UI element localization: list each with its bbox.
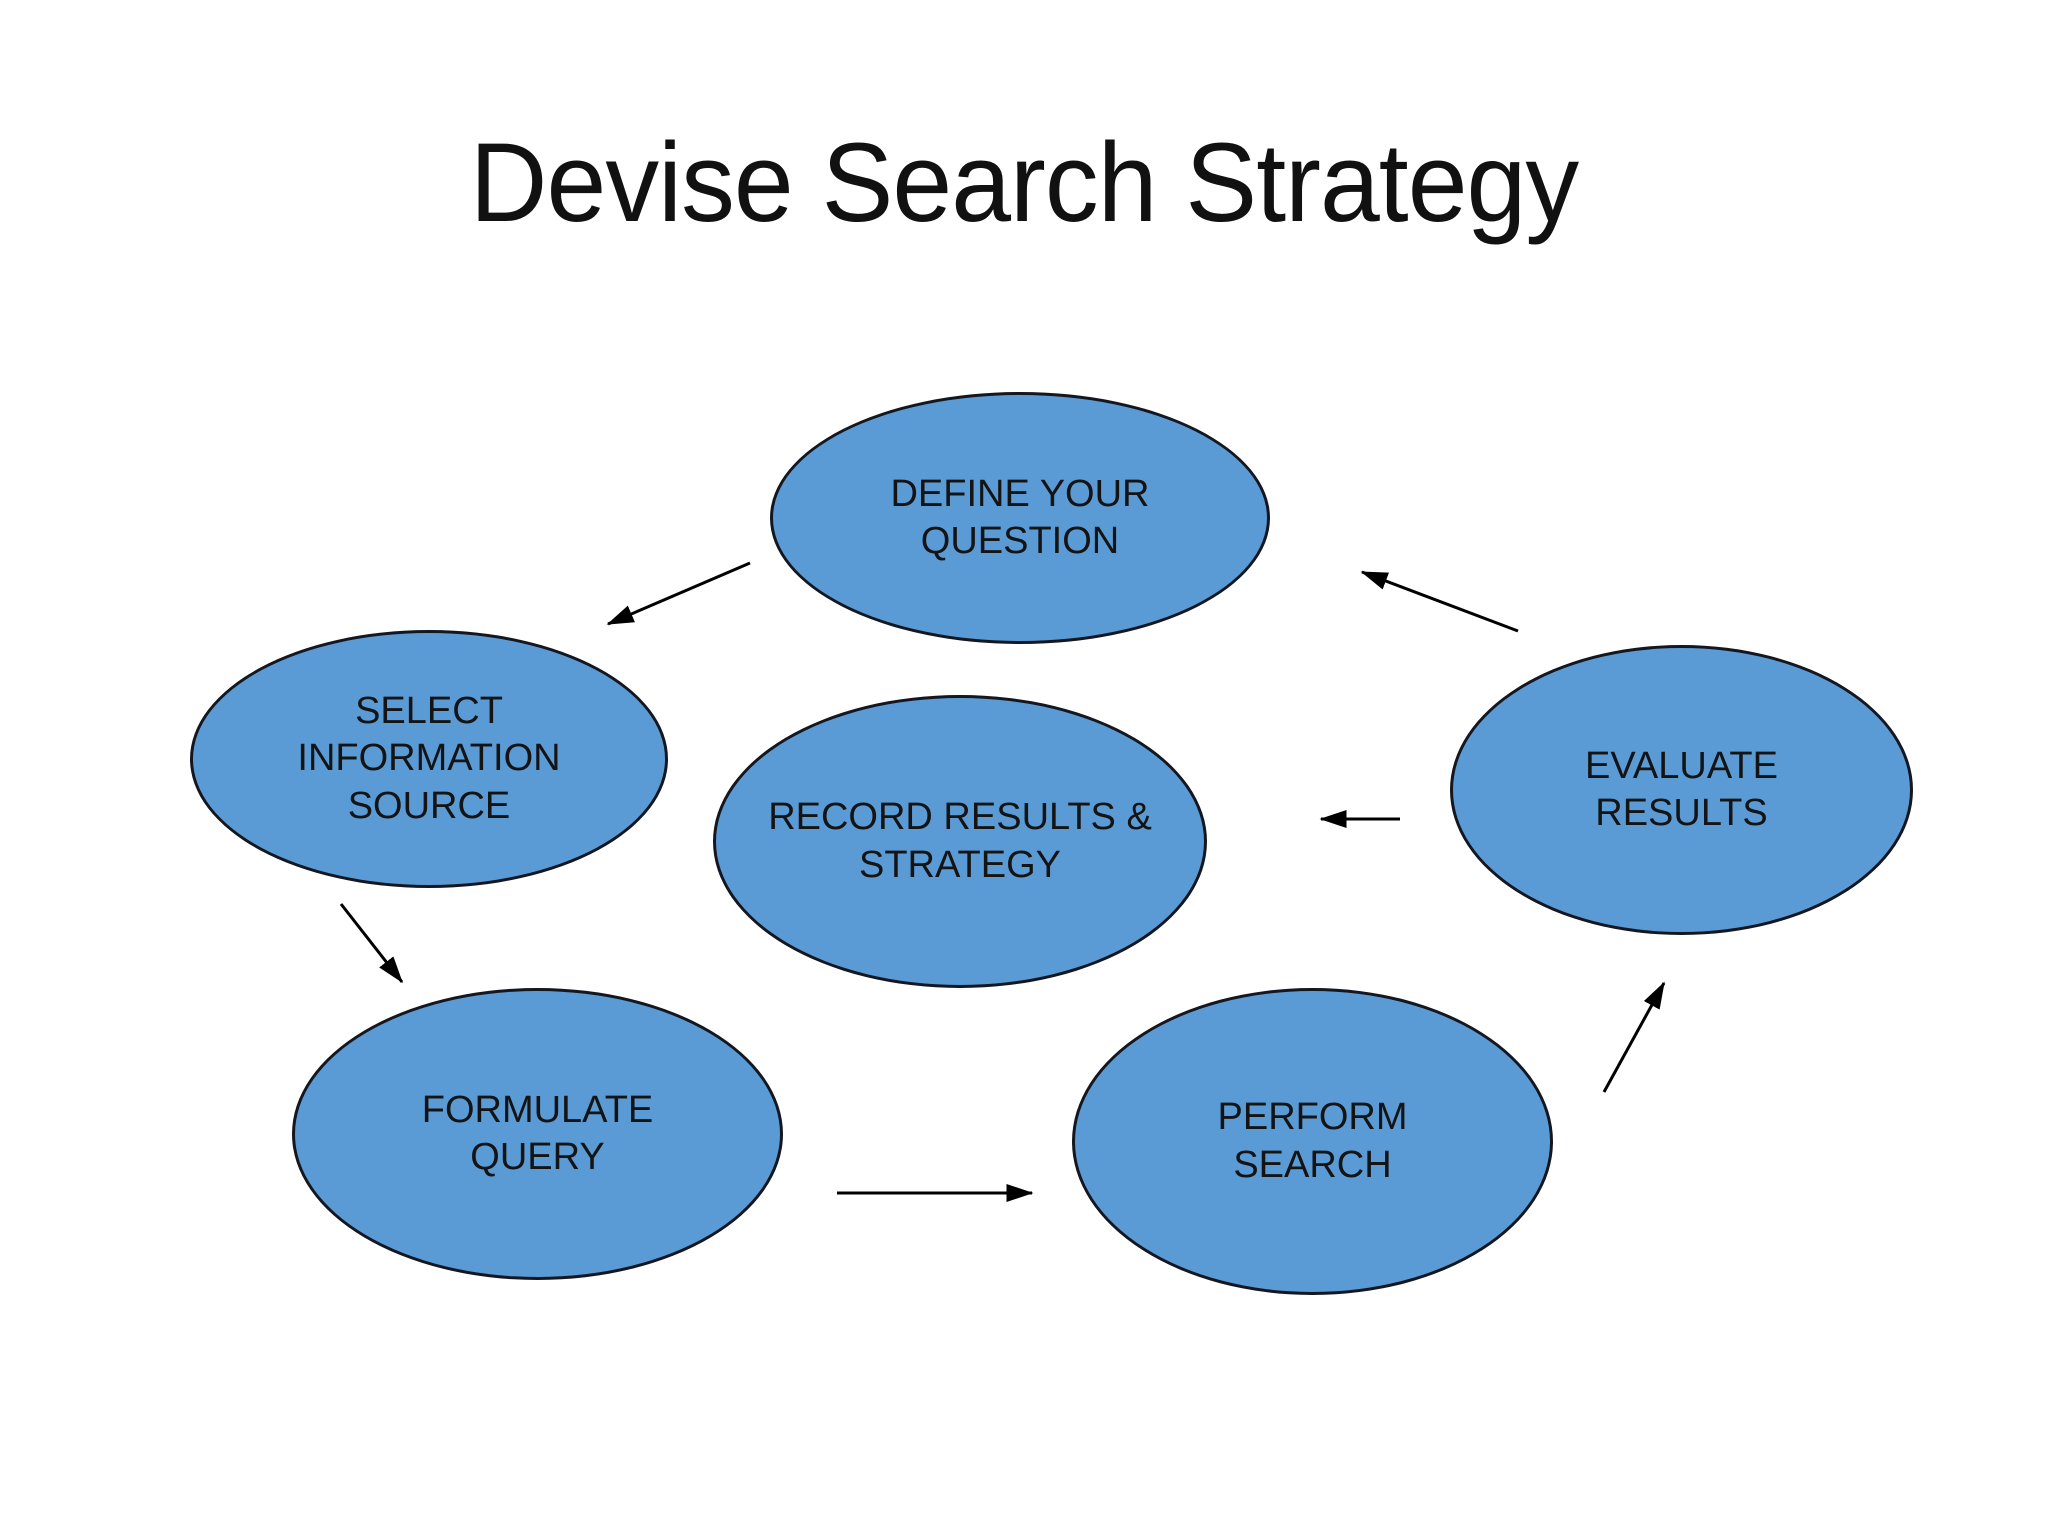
arrow-evaluate-to-define: [1360, 570, 1519, 633]
node-label: SELECT INFORMATION SOURCE: [297, 689, 561, 827]
arrow-perform-to-evaluate: [1602, 981, 1666, 1093]
arrow-define-to-select: [606, 561, 751, 626]
node-label: FORMULATE QUERY: [421, 1088, 654, 1179]
node-record-results-strategy: RECORD RESULTS & STRATEGY: [713, 695, 1207, 988]
node-label: PERFORM SEARCH: [1217, 1096, 1408, 1186]
node-evaluate-results: EVALUATE RESULTS: [1450, 645, 1913, 935]
slide-title: Devise Search Strategy: [469, 120, 1579, 245]
node-label: RECORD RESULTS & STRATEGY: [768, 796, 1152, 886]
node-formulate-query: FORMULATE QUERY: [292, 988, 783, 1280]
node-label: DEFINE YOUR QUESTION: [890, 472, 1150, 563]
node-define-your-question: DEFINE YOUR QUESTION: [770, 392, 1270, 644]
node-label: EVALUATE RESULTS: [1585, 744, 1778, 835]
node-perform-search: PERFORM SEARCH: [1072, 988, 1553, 1295]
arrow-select-to-formulate: [339, 903, 404, 984]
node-select-information-source: SELECT INFORMATION SOURCE: [190, 630, 668, 888]
